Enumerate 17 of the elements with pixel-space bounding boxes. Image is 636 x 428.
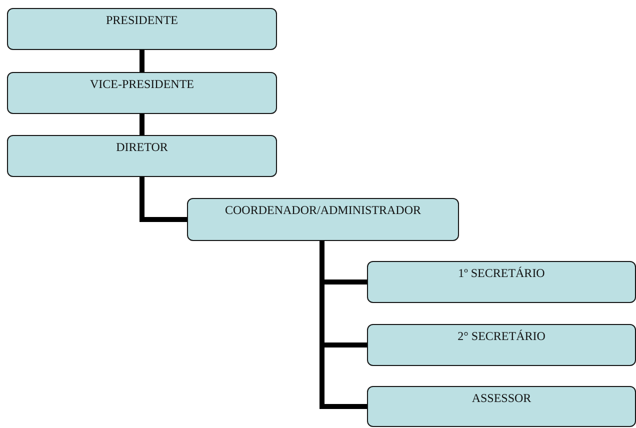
position-title: ASSESSOR: [472, 391, 532, 406]
position-title: 2° SECRETÁRIO: [458, 329, 546, 344]
org-box: [7, 72, 277, 114]
position-title: VICE-PRESIDENTE: [90, 77, 194, 92]
connector-line: [140, 177, 187, 222]
org-box: [7, 8, 277, 50]
connector-line: [140, 50, 144, 72]
position-title: DIRETOR: [116, 140, 168, 155]
position-title: 1º SECRETÁRIO: [458, 266, 545, 281]
org-box: [187, 198, 459, 241]
connector-line: [140, 114, 144, 135]
org-box: [367, 386, 636, 427]
org-box: [7, 135, 277, 177]
position-title: PRESIDENTE: [106, 13, 178, 28]
org-box: [367, 324, 636, 366]
org-box: [367, 261, 636, 303]
position-title: COORDENADOR/ADMINISTRADOR: [224, 203, 421, 218]
